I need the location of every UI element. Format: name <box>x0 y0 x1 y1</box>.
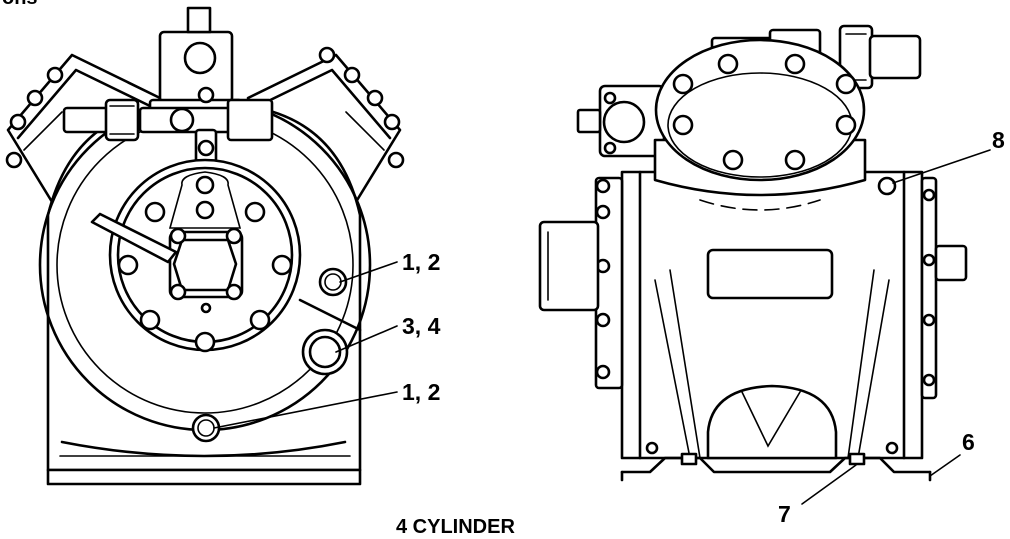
cylinder-head <box>653 38 867 211</box>
pipe-fittings <box>62 98 274 168</box>
pump-plate <box>90 158 302 353</box>
side-valve <box>576 84 666 158</box>
callout-1-2-upper: 1, 2 <box>402 249 440 275</box>
callout-1-2-lower: 1, 2 <box>402 379 440 405</box>
callout-6: 6 <box>962 429 975 455</box>
side-view <box>538 24 968 482</box>
side-connector <box>934 244 968 282</box>
side-leaders <box>801 149 991 505</box>
top-valve <box>148 6 244 124</box>
side-bolts <box>594 176 938 455</box>
front-view <box>5 6 405 486</box>
front-base <box>46 468 362 486</box>
figure-caption: 4 CYLINDER <box>396 516 515 538</box>
callout-7: 7 <box>778 501 791 527</box>
junction-box <box>538 220 600 312</box>
port-lower <box>191 413 221 443</box>
callout-3-4: 3, 4 <box>402 313 441 339</box>
bolt-8 <box>877 176 897 196</box>
front-leaders <box>213 261 398 429</box>
top-fragment: ons <box>2 0 38 9</box>
port-upper <box>318 267 348 297</box>
callout-8: 8 <box>992 127 1005 153</box>
name-plate <box>706 248 834 300</box>
